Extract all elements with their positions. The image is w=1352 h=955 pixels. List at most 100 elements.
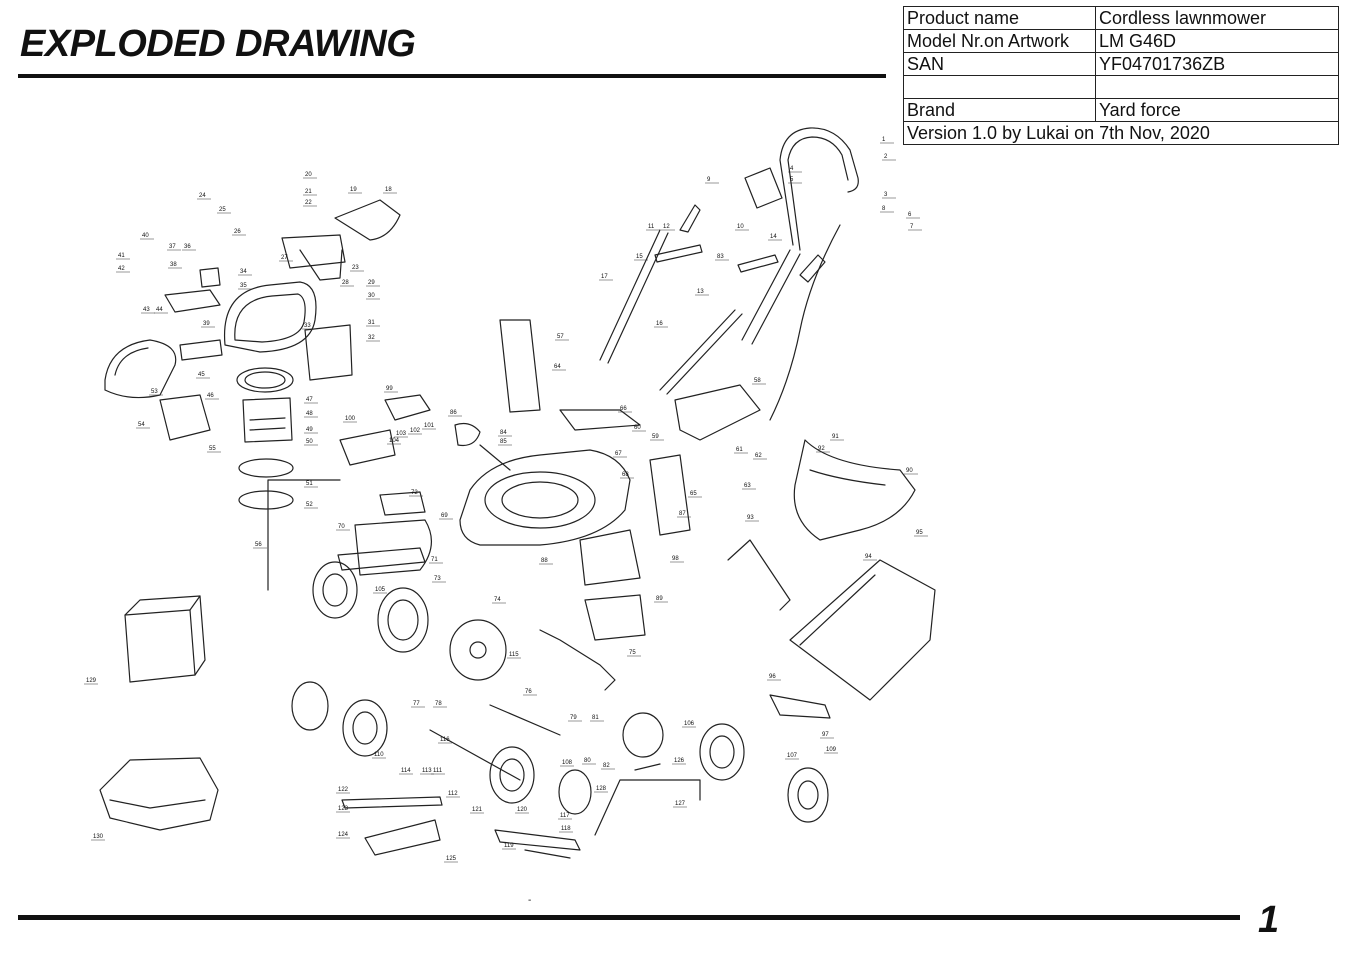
callout-68: 68: [622, 472, 629, 478]
callout-111: 111: [433, 768, 443, 774]
page-number: 1: [1258, 899, 1280, 941]
callout-130: 130: [93, 834, 104, 840]
callout-77: 77: [413, 701, 420, 707]
callout-27: 27: [281, 255, 288, 261]
callout-74: 74: [494, 597, 501, 603]
footer-rule: [18, 915, 1240, 920]
callout-55: 55: [209, 446, 216, 452]
callout-122: 122: [338, 787, 349, 793]
callout-87: 87: [679, 511, 686, 517]
callout-109: 109: [826, 747, 837, 753]
callout-34: 34: [240, 269, 247, 275]
callout-28: 28: [342, 280, 349, 286]
callout-54: 54: [138, 422, 145, 428]
callout-62: 62: [755, 453, 762, 459]
callout-84: 84: [500, 430, 507, 436]
version-note: Version 1.0 by Lukai on 7th Nov, 2020: [903, 121, 1339, 145]
callout-15: 15: [636, 254, 643, 260]
callout-124: 124: [338, 832, 349, 838]
callout-36: 36: [184, 244, 191, 250]
callout-93: 93: [747, 515, 754, 521]
callout-81: 81: [592, 715, 599, 721]
callout-106: 106: [684, 721, 695, 727]
callout-115: 115: [509, 652, 519, 658]
info-row: Version 1.0 by Lukai on 7th Nov, 2020: [903, 121, 1339, 145]
callout-32: 32: [368, 335, 375, 341]
callout-43: 43: [143, 307, 150, 313]
callout-126: 126: [674, 758, 685, 764]
callout-29: 29: [368, 280, 375, 286]
callout-101: 101: [424, 423, 435, 429]
info-label: Brand: [903, 98, 1096, 122]
info-row: [903, 75, 1339, 99]
callout-2: 2: [884, 154, 888, 160]
info-value: LM G46D: [1095, 29, 1339, 53]
callout-65: 65: [690, 491, 697, 497]
callout-113: 113: [422, 768, 432, 774]
callout-110: 110: [374, 752, 384, 758]
callout-105: 105: [375, 587, 386, 593]
callout-104: 104: [389, 438, 400, 444]
callout-121: 121: [472, 807, 483, 813]
info-row: SAN YF04701736ZB: [903, 52, 1339, 76]
drive-and-blade: [341, 619, 701, 859]
mower-deck: [337, 319, 761, 641]
callout-108: 108: [562, 760, 573, 766]
page-title: EXPLODED DRAWING: [20, 23, 416, 65]
callout-61: 61: [736, 447, 743, 453]
callout-35: 35: [240, 283, 247, 289]
callout-39: 39: [203, 321, 210, 327]
callout-58: 58: [754, 378, 761, 384]
callout-1: 1: [882, 137, 886, 143]
callout-125: 125: [446, 856, 457, 862]
callout-92: 92: [818, 446, 825, 452]
callout-99: 99: [386, 386, 393, 392]
callout-72: 72: [411, 490, 418, 496]
callout-117: 117: [560, 813, 570, 819]
callout-97: 97: [822, 732, 829, 738]
callout-49: 49: [306, 427, 313, 433]
callout-7: 7: [910, 224, 914, 230]
callout-66: 66: [620, 406, 627, 412]
callout-112: 112: [448, 791, 458, 797]
callout-18: 18: [385, 187, 392, 193]
info-row: Model Nr.on Artwork LM G46D: [903, 29, 1339, 53]
callout-75: 75: [629, 650, 636, 656]
callout-85: 85: [500, 439, 507, 445]
callout-119: 119: [504, 843, 514, 849]
callout-9: 9: [707, 177, 711, 183]
footer-center-mark: -: [528, 895, 532, 906]
callout-67: 67: [615, 451, 622, 457]
callout-51: 51: [306, 481, 313, 487]
callout-4: 4: [790, 166, 794, 172]
callout-26: 26: [234, 229, 241, 235]
callout-19: 19: [350, 187, 357, 193]
callout-128: 128: [596, 786, 607, 792]
wheels: [291, 561, 829, 823]
battery-and-charger: [99, 479, 341, 831]
callout-11: 11: [648, 224, 655, 230]
callout-24: 24: [199, 193, 206, 199]
callout-47: 47: [306, 397, 313, 403]
callout-107: 107: [787, 753, 798, 759]
callout-31: 31: [368, 320, 375, 326]
motor-housing-cluster: [104, 199, 401, 510]
callout-120: 120: [517, 807, 528, 813]
callout-89: 89: [656, 596, 663, 602]
callout-44: 44: [156, 307, 163, 313]
callout-82: 82: [603, 763, 610, 769]
callout-80: 80: [584, 758, 591, 764]
callout-12: 12: [663, 224, 670, 230]
callout-83: 83: [717, 254, 724, 260]
callout-91: 91: [832, 434, 839, 440]
info-label: SAN: [903, 52, 1096, 76]
callout-60: 60: [634, 425, 641, 431]
callout-59: 59: [652, 434, 659, 440]
callout-64: 64: [554, 364, 561, 370]
callout-96: 96: [769, 674, 776, 680]
callout-118: 118: [561, 826, 571, 832]
callout-57: 57: [557, 334, 564, 340]
callout-50: 50: [306, 439, 313, 445]
header-rule: [18, 74, 886, 78]
callout-116: 116: [440, 737, 450, 743]
